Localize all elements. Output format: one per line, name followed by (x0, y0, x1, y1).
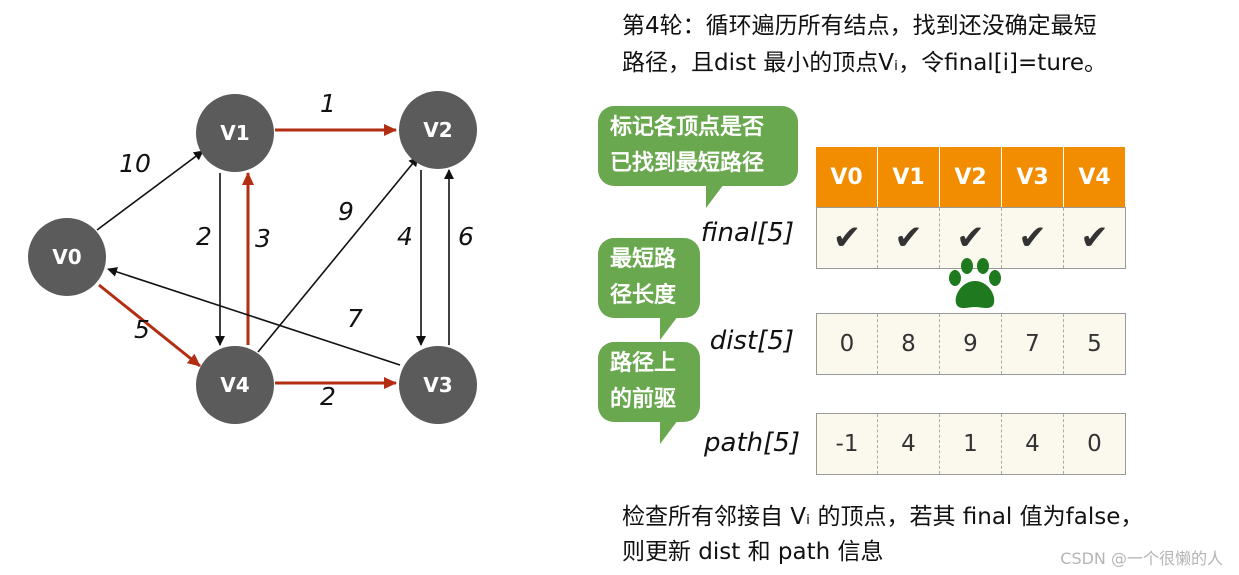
header-cell-v0: V0 (816, 147, 878, 207)
node-label-v2: V2 (423, 118, 452, 142)
path-cell-v2: 1 (940, 414, 1002, 474)
dist-cell-v4: 5 (1064, 314, 1126, 374)
final-cell-v2: ✔ (940, 208, 1002, 268)
round-description-line2: 路径，且dist 最小的顶点Vᵢ，令final[i]=ture。 (622, 50, 1107, 76)
final-bubble: 标记各顶点是否 已找到最短路径 (598, 106, 798, 208)
vertex-header-row: V0 V1 V2 V3 V4 (816, 147, 1126, 207)
edge-weight-v4-v3: 2 (320, 382, 336, 411)
path-bubble-line2: 的前驱 (610, 387, 677, 412)
dist-bubble-tail (660, 316, 678, 340)
path-cell-v3: 4 (1002, 414, 1064, 474)
path-bubble-tail (660, 420, 678, 444)
edge-weight-v1-v4: 2 (196, 222, 212, 251)
edge-weight-v3-v2: 6 (458, 222, 474, 251)
final-row-label: final[5] (700, 218, 794, 248)
path-bubble-line1: 路径上 (610, 351, 677, 376)
final-bubble-line1: 标记各顶点是否 (610, 115, 765, 140)
update-instruction-line1: 检查所有邻接自 Vᵢ 的顶点，若其 final 值为false， (622, 504, 1144, 530)
final-row: ✔ ✔ ✔ ✔ ✔ (816, 207, 1126, 269)
header-cell-v2: V2 (940, 147, 1002, 207)
paw-icon (949, 258, 1001, 308)
round-description: 第4轮：循环遍历所有结点，找到还没确定最短 路径，且dist 最小的顶点Vᵢ，令… (622, 8, 1182, 82)
path-cell-v0: -1 (816, 414, 878, 474)
edge-weight-v1-v2: 1 (320, 89, 336, 118)
update-instruction-line2: 则更新 dist 和 path 信息 (622, 539, 884, 565)
path-row-label: path[5] (704, 428, 800, 458)
node-v3 (399, 346, 477, 424)
edge-weight-v4-v2: 9 (338, 197, 354, 226)
node-label-v0: V0 (52, 245, 81, 269)
edge-v3-v0 (107, 267, 401, 366)
dist-cell-v3: 7 (1002, 314, 1064, 374)
edge-weight-v3-v0: 7 (347, 304, 363, 333)
dist-bubble: 最短路 径长度 (598, 238, 700, 340)
dist-row: 0 8 9 7 5 (816, 313, 1126, 375)
final-cell-v1: ✔ (878, 208, 940, 268)
path-cell-v1: 4 (878, 414, 940, 474)
dist-cell-v2: 9 (940, 314, 1002, 374)
node-v1 (196, 94, 274, 172)
edge-weight-v2-v3: 4 (397, 222, 413, 251)
round-description-line1: 第4轮：循环遍历所有结点，找到还没确定最短 (622, 13, 1097, 39)
edge-v0-v1 (96, 150, 204, 231)
dist-bubble-line1: 最短路 (610, 247, 677, 272)
header-cell-v3: V3 (1002, 147, 1064, 207)
path-bubble: 路径上 的前驱 (598, 342, 700, 444)
path-row: -1 4 1 4 0 (816, 413, 1126, 475)
final-cell-v3: ✔ (1002, 208, 1064, 268)
node-label-v4: V4 (220, 373, 249, 397)
edge-weight-v4-v1: 3 (255, 224, 271, 253)
update-instruction: 检查所有邻接自 Vᵢ 的顶点，若其 final 值为false， 则更新 dis… (622, 500, 1182, 570)
final-bubble-line2: 已找到最短路径 (610, 151, 765, 176)
path-cell-v4: 0 (1064, 414, 1126, 474)
dist-row-label: dist[5] (709, 326, 794, 356)
dist-cell-v1: 8 (878, 314, 940, 374)
header-cell-v4: V4 (1064, 147, 1126, 207)
edge-weight-v0-v1: 10 (119, 149, 151, 178)
edge-v0-v4 (98, 283, 201, 368)
dist-cell-v0: 0 (816, 314, 878, 374)
edge-v4-v2 (257, 156, 419, 353)
csdn-watermark: CSDN @一个很懒的人 (1060, 549, 1223, 568)
node-label-v3: V3 (423, 373, 452, 397)
node-v0 (28, 218, 106, 296)
final-bubble-tail (706, 184, 724, 208)
final-cell-v0: ✔ (816, 208, 878, 268)
header-cell-v1: V1 (878, 147, 940, 207)
node-v4 (196, 346, 274, 424)
dist-bubble-line2: 径长度 (610, 283, 677, 308)
final-cell-v4: ✔ (1064, 208, 1126, 268)
node-label-v1: V1 (220, 121, 249, 145)
edge-weight-v0-v4: 5 (134, 315, 150, 344)
node-v2 (399, 91, 477, 169)
